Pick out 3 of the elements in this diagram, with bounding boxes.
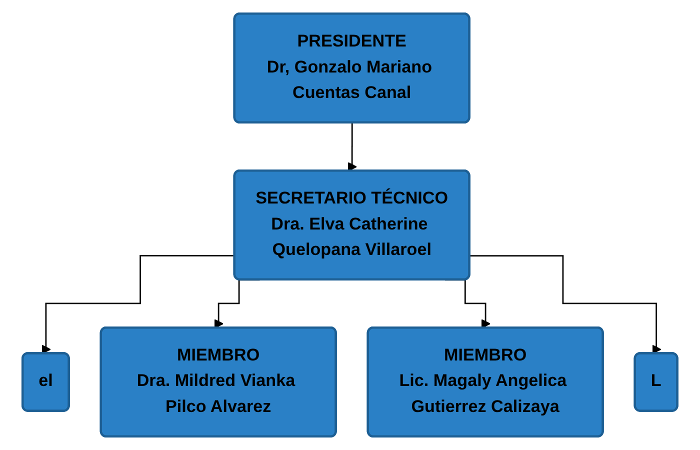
arrow bbox=[470, 255, 662, 354]
arrow bbox=[42, 254, 235, 354]
arrow bbox=[348, 122, 358, 172]
